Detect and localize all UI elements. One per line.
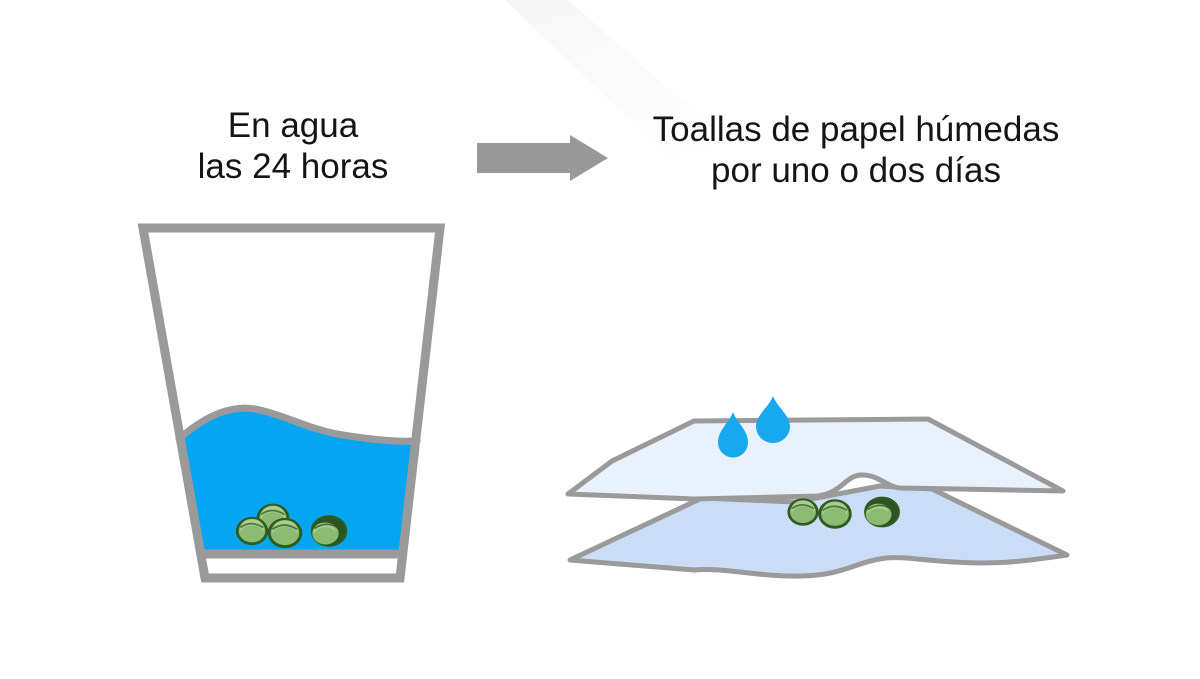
caption-left-line2: las 24 horas [197,147,389,186]
water [179,408,417,552]
arrow-right-icon [477,135,608,181]
seed-dark [864,496,900,528]
seed-dark [310,515,348,547]
caption-left: En agua las 24 horas [133,105,453,187]
glass-outline [137,223,446,583]
caption-right-line2: por uno o dos días [711,151,1001,190]
paper-towels-icon [565,396,1070,579]
paper-towel-top [565,416,1066,502]
glass-of-water-icon [137,223,446,583]
caption-left-line1: En agua [227,106,359,145]
water-drop-icon [756,396,790,443]
seed [787,498,819,526]
paper-towel-bottom [567,483,1070,579]
caption-right-line1: Toallas de papel húmedas [652,110,1060,149]
caption-right: Toallas de papel húmedas por uno o dos d… [596,109,1116,191]
water-surface-line [175,404,421,445]
water-drop-icon [718,412,748,458]
seed [235,516,269,546]
sheen-band [505,0,762,188]
seed [267,517,303,549]
seed [818,499,852,529]
arrow-shape [477,135,608,181]
